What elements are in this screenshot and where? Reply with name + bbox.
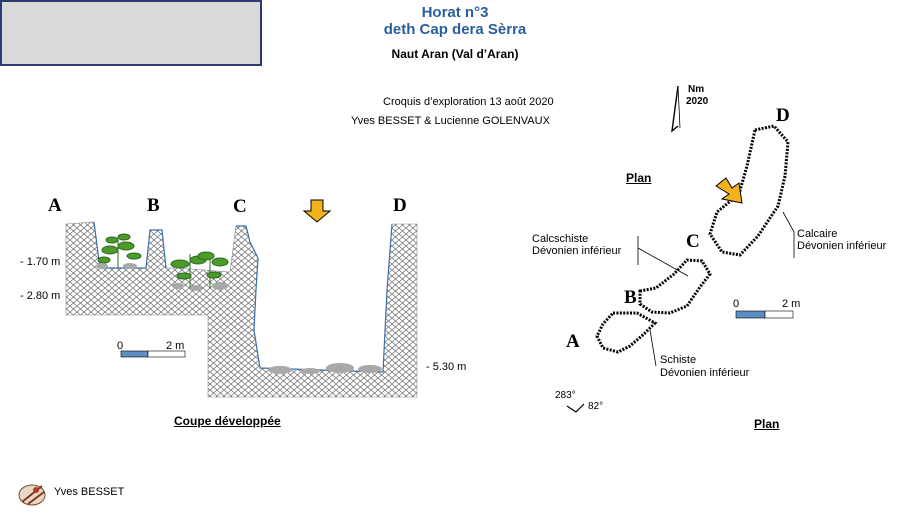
section-point-d: D	[393, 195, 407, 216]
section-scale-start: 0	[117, 340, 124, 352]
geology-calcaire-1: Calcaire	[797, 228, 838, 240]
vegetation-c	[170, 251, 229, 288]
geology-calcschiste-2: Dévonien inférieur	[532, 245, 622, 257]
author-name: Yves BESSET	[54, 486, 125, 498]
bearing-mark	[566, 403, 585, 413]
plan-scale-start: 0	[733, 298, 740, 310]
credits-authors: Yves BESSET & Lucienne GOLENVAUX	[351, 115, 550, 127]
section-title: Coupe développée	[174, 414, 281, 428]
depth-label-3: - 5.30 m	[426, 361, 467, 373]
north-label: Nm	[688, 84, 705, 95]
title-line2: deth Cap dera Sèrra	[383, 21, 527, 38]
geology-schiste-2: Dévonien inférieur	[660, 367, 750, 379]
entrance-arrow-section	[302, 199, 332, 223]
depth-label-1: - 1.70 m	[20, 256, 61, 268]
vegetation-b	[97, 233, 142, 268]
plan-passage-bc	[638, 258, 712, 315]
plan-point-b: B	[624, 287, 637, 308]
title-line1: Horat n°3	[421, 4, 489, 21]
north-year: 2020	[686, 96, 709, 107]
plan-passage-d	[708, 124, 790, 257]
geology-calcaire-2: Dévonien inférieur	[797, 240, 887, 252]
bearing-2: 82°	[588, 401, 604, 412]
bearing-1: 283°	[555, 390, 576, 401]
north-arrow	[671, 85, 679, 133]
geology-leaders	[637, 211, 795, 367]
plan-title-top: Plan	[626, 171, 652, 185]
section-point-a: A	[48, 195, 62, 216]
author-logo-icon	[18, 484, 46, 506]
stones	[96, 263, 382, 374]
credits-date: Croquis d’exploration 13 août 2020	[383, 96, 554, 108]
plan-point-d: D	[776, 105, 790, 126]
section-scale-bar	[120, 350, 186, 358]
section-point-c: C	[233, 196, 247, 217]
plan-scale-end: 2 m	[782, 298, 801, 310]
title-box: Horat n°3 deth Cap dera Sèrra Naut Aran …	[0, 0, 526, 66]
section-point-b: B	[147, 195, 160, 216]
geology-schiste-1: Schiste	[660, 354, 697, 366]
plan-passage-a	[595, 311, 658, 354]
title-subtitle: Naut Aran (Val d’Aran)	[391, 47, 519, 61]
plan-title-bottom: Plan	[754, 417, 780, 431]
plan-point-a: A	[566, 331, 580, 352]
section-scale-end: 2 m	[166, 340, 185, 352]
entrance-arrow-plan	[715, 177, 743, 204]
depth-label-2: - 2.80 m	[20, 290, 61, 302]
plan-scale-bar	[735, 310, 794, 319]
geology-calcschiste-1: Calcschiste	[532, 233, 589, 245]
plan-drawing	[566, 85, 795, 413]
section-drawing	[65, 199, 418, 398]
plan-point-c: C	[686, 231, 700, 252]
